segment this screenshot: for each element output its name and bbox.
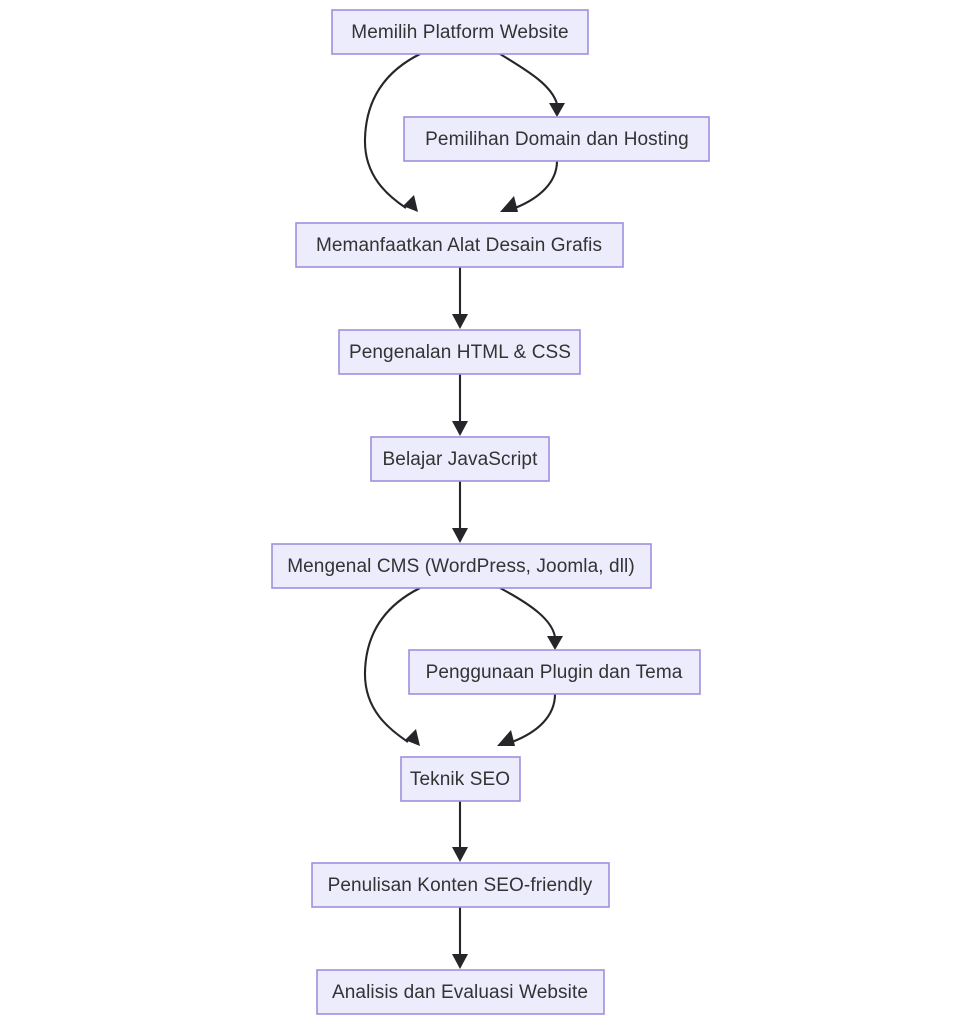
edge-teknik-seo-to-penulisan-konten xyxy=(452,801,468,862)
node-label: Teknik SEO xyxy=(410,769,510,790)
edge-penggunaan-plugin-to-teknik-seo xyxy=(497,693,557,746)
node-penulisan-konten-seo-friendly[interactable]: Penulisan Konten SEO-friendly xyxy=(311,862,610,908)
edge-memilih-platform-to-pemilihan-domain xyxy=(499,53,565,117)
arrowhead-icon xyxy=(452,847,468,862)
edge-pemilihan-domain-to-memanfaatkan-alat xyxy=(500,160,559,212)
node-box[interactable] xyxy=(370,436,550,482)
edge-penulisan-konten-to-analisis-evaluasi xyxy=(452,907,468,969)
arrowhead-icon xyxy=(547,636,563,650)
arrowhead-icon xyxy=(497,730,515,746)
node-box[interactable] xyxy=(316,969,605,1015)
node-pemilihan-domain-dan-hosting[interactable]: Pemilihan Domain dan Hosting xyxy=(403,116,710,162)
node-label: Pengenalan HTML & CSS xyxy=(349,342,571,363)
node-box[interactable] xyxy=(295,222,624,268)
node-penggunaan-plugin-dan-tema[interactable]: Penggunaan Plugin dan Tema xyxy=(408,649,701,695)
node-memilih-platform-website[interactable]: Memilih Platform Website xyxy=(331,9,589,55)
node-layer: Memilih Platform Website Pemilihan Domai… xyxy=(271,9,710,1015)
node-teknik-seo[interactable]: Teknik SEO xyxy=(400,756,521,802)
edge-memanfaatkan-alat-to-pengenalan-html xyxy=(452,267,468,329)
node-box[interactable] xyxy=(400,756,521,802)
node-box[interactable] xyxy=(403,116,710,162)
edge-path xyxy=(514,160,559,209)
node-box[interactable] xyxy=(338,329,581,375)
node-pengenalan-html-css[interactable]: Pengenalan HTML & CSS xyxy=(338,329,581,375)
arrowhead-icon xyxy=(405,729,420,746)
node-label: Memilih Platform Website xyxy=(351,22,568,43)
edge-memilih-platform-to-memanfaatkan-alat xyxy=(363,53,421,212)
node-mengenal-cms[interactable]: Mengenal CMS (WordPress, Joomla, dll) xyxy=(271,543,652,589)
node-box[interactable] xyxy=(311,862,610,908)
node-box[interactable] xyxy=(271,543,652,589)
arrowhead-icon xyxy=(452,421,468,436)
arrowhead-icon xyxy=(452,954,468,969)
edge-path xyxy=(511,693,557,743)
node-label: Belajar JavaScript xyxy=(383,449,539,470)
node-label: Analisis dan Evaluasi Website xyxy=(332,982,588,1003)
edge-belajar-javascript-to-mengenal-cms xyxy=(452,481,468,543)
edge-path xyxy=(499,587,557,638)
node-belajar-javascript[interactable]: Belajar JavaScript xyxy=(370,436,550,482)
node-memanfaatkan-alat-desain-grafis[interactable]: Memanfaatkan Alat Desain Grafis xyxy=(295,222,624,268)
edge-path xyxy=(363,53,421,209)
edge-path xyxy=(363,587,421,743)
edge-pengenalan-html-to-belajar-javascript xyxy=(452,374,468,436)
node-label: Penulisan Konten SEO-friendly xyxy=(328,875,593,896)
node-box[interactable] xyxy=(408,649,701,695)
node-label: Pemilihan Domain dan Hosting xyxy=(425,129,689,150)
edge-layer xyxy=(363,53,565,969)
node-label: Mengenal CMS (WordPress, Joomla, dll) xyxy=(287,556,635,577)
node-label: Memanfaatkan Alat Desain Grafis xyxy=(316,235,602,256)
node-analisis-dan-evaluasi-website[interactable]: Analisis dan Evaluasi Website xyxy=(316,969,605,1015)
edge-mengenal-cms-to-teknik-seo xyxy=(363,587,421,746)
node-box[interactable] xyxy=(331,9,589,55)
edge-mengenal-cms-to-penggunaan-plugin xyxy=(499,587,563,650)
arrowhead-icon xyxy=(452,528,468,543)
arrowhead-icon xyxy=(500,196,518,212)
node-label: Penggunaan Plugin dan Tema xyxy=(426,662,683,683)
arrowhead-icon xyxy=(549,103,565,117)
arrowhead-icon xyxy=(452,314,468,329)
arrowhead-icon xyxy=(403,195,418,212)
edge-path xyxy=(499,53,559,105)
